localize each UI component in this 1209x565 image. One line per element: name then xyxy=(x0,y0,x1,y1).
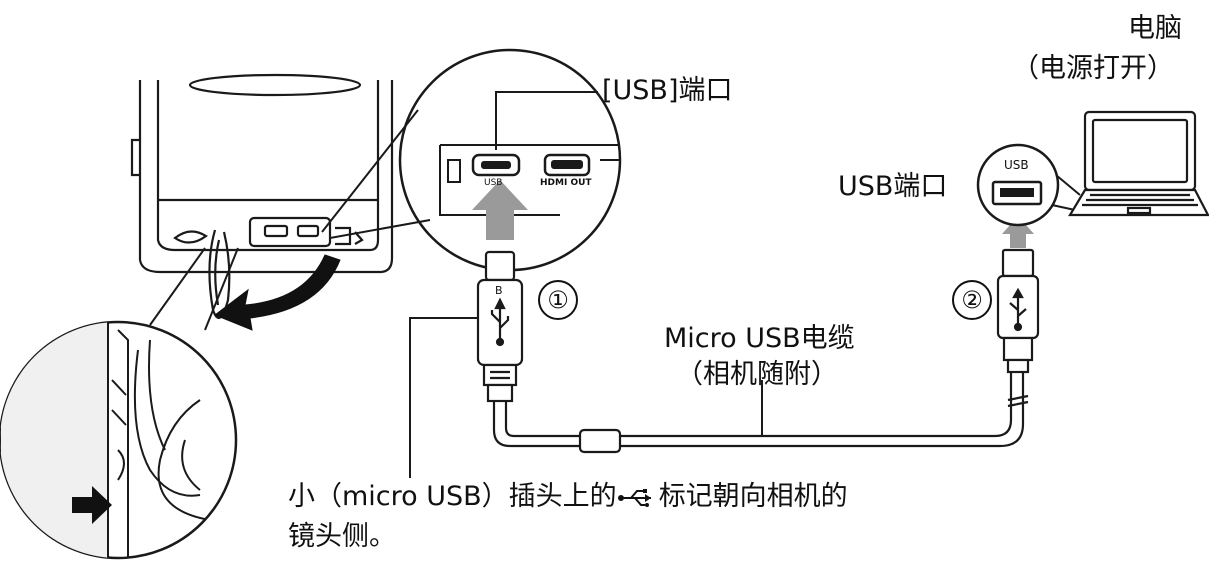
micro-usb-plug xyxy=(476,250,524,403)
open-cover-arrow xyxy=(213,254,341,331)
usb-cable xyxy=(492,372,1029,454)
cable-note-label: （相机随附） xyxy=(676,359,838,390)
computer-label: 电脑 xyxy=(1128,13,1182,44)
insert-arrow-camera xyxy=(472,180,528,240)
standard-usb-plug xyxy=(996,248,1040,374)
usb-symbol-icon xyxy=(617,488,651,507)
port-magnifier-inset xyxy=(398,48,622,272)
cover-detail-inset xyxy=(0,320,238,560)
laptop-computer xyxy=(1068,110,1209,217)
plug-orientation-note: 小（micro USB）插头上的 标记朝向相机的 xyxy=(288,480,848,514)
usb-port-small-label: USB xyxy=(484,178,503,188)
computer-power-label: （电源打开） xyxy=(1012,53,1174,84)
pc-port-inset xyxy=(976,143,1081,227)
camera-usb-port-label: [USB]端口 xyxy=(602,75,733,106)
insert-arrow-pc xyxy=(1002,216,1034,248)
cable-name-label: Micro USB电缆 xyxy=(664,323,855,354)
step-2-marker: ② xyxy=(952,280,992,320)
note-text-part2: 标记朝向相机的 xyxy=(658,481,848,512)
camera-body xyxy=(130,73,394,274)
push-arrow xyxy=(72,486,112,524)
hdmi-port-small-label: HDMI OUT xyxy=(540,178,592,188)
note-text-part1: 小（micro USB）插头上的 xyxy=(288,481,617,512)
plug-orientation-note-line2: 镜头侧。 xyxy=(288,521,396,552)
pc-usb-port-label: USB端口 xyxy=(838,171,948,202)
plug-letter-label: B xyxy=(495,284,503,297)
pc-usb-small-label: USB xyxy=(1004,158,1029,172)
camera-strap xyxy=(208,229,231,320)
step-1-marker: ① xyxy=(538,280,578,320)
